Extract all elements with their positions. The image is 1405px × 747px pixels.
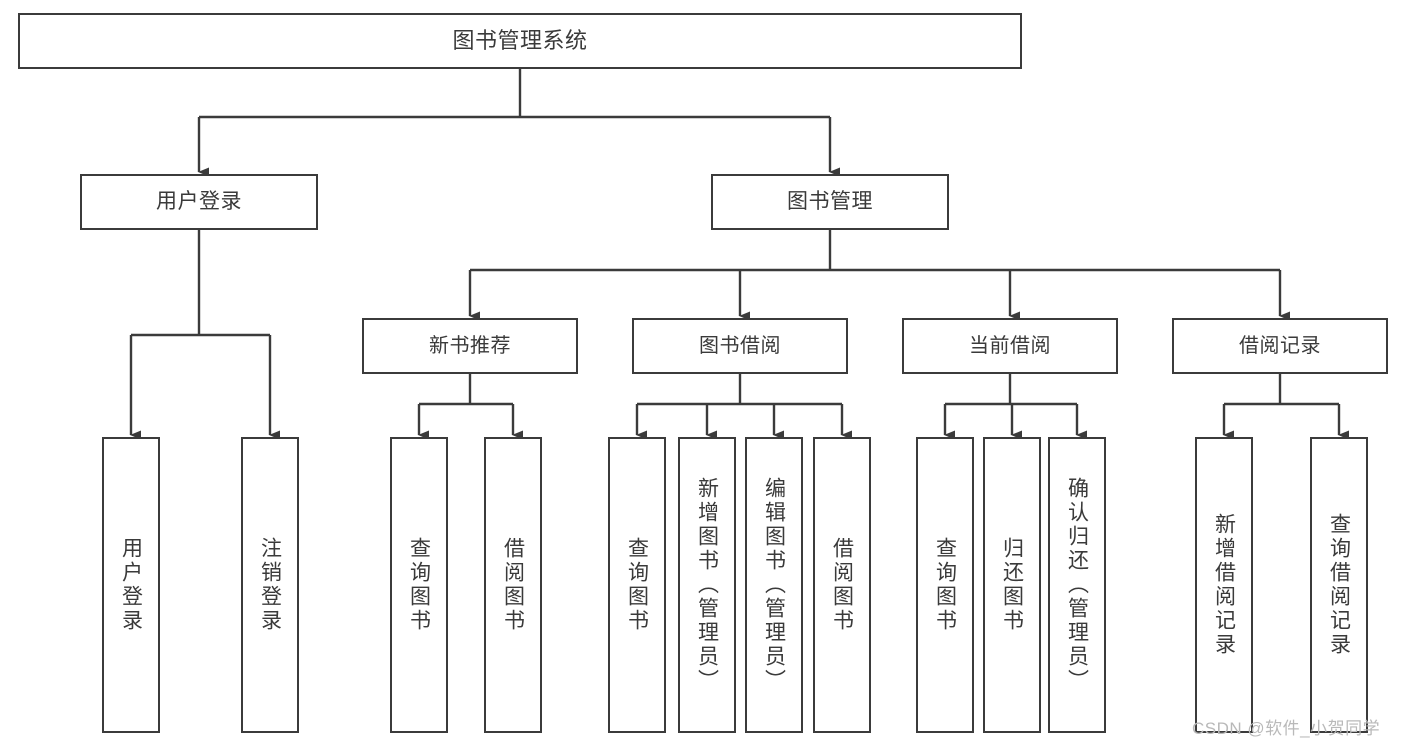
node-label: 新增借阅记录 bbox=[1212, 513, 1236, 657]
node-leaf-borrow-book[interactable]: 借阅图书 bbox=[813, 437, 871, 733]
node-label: 图书管理系统 bbox=[452, 28, 588, 54]
node-user-login[interactable]: 用户登录 bbox=[80, 174, 318, 230]
node-leaf-query-book-recommend[interactable]: 查询图书 bbox=[390, 437, 448, 733]
node-label: 新书推荐 bbox=[429, 334, 511, 357]
node-label: 新增图书（管理员） bbox=[695, 477, 719, 693]
node-leaf-query-book-current[interactable]: 查询图书 bbox=[916, 437, 974, 733]
node-leaf-confirm-return-admin[interactable]: 确认归还（管理员） bbox=[1048, 437, 1106, 733]
node-label: 当前借阅 bbox=[969, 334, 1051, 357]
node-current-borrow[interactable]: 当前借阅 bbox=[902, 318, 1118, 374]
node-borrow-record[interactable]: 借阅记录 bbox=[1172, 318, 1388, 374]
node-book-borrow[interactable]: 图书借阅 bbox=[632, 318, 848, 374]
node-new-book-recommend[interactable]: 新书推荐 bbox=[362, 318, 578, 374]
connector-lines bbox=[129, 69, 1349, 440]
node-label: 图书借阅 bbox=[699, 334, 781, 357]
node-label: 借阅图书 bbox=[830, 537, 854, 633]
node-label: 查询图书 bbox=[625, 537, 649, 633]
node-leaf-query-book-borrow[interactable]: 查询图书 bbox=[608, 437, 666, 733]
node-label: 图书管理 bbox=[787, 189, 873, 213]
node-label: 用户登录 bbox=[156, 189, 242, 213]
node-leaf-logout-login[interactable]: 注销登录 bbox=[241, 437, 299, 733]
node-label: 注销登录 bbox=[258, 537, 282, 633]
node-label: 确认归还（管理员） bbox=[1065, 477, 1089, 693]
node-leaf-edit-book-admin[interactable]: 编辑图书（管理员） bbox=[745, 437, 803, 733]
node-leaf-return-book[interactable]: 归还图书 bbox=[983, 437, 1041, 733]
node-leaf-add-borrow-record[interactable]: 新增借阅记录 bbox=[1195, 437, 1253, 733]
csdn-watermark: CSDN @软件_小贺同学 bbox=[1192, 719, 1381, 738]
node-leaf-borrow-book-recommend[interactable]: 借阅图书 bbox=[484, 437, 542, 733]
node-label: 查询借阅记录 bbox=[1327, 513, 1351, 657]
node-label: 借阅记录 bbox=[1239, 334, 1321, 357]
node-label: 借阅图书 bbox=[501, 537, 525, 633]
node-label: 查询图书 bbox=[933, 537, 957, 633]
node-label: 查询图书 bbox=[407, 537, 431, 633]
node-label: 用户登录 bbox=[119, 537, 143, 633]
node-root[interactable]: 图书管理系统 bbox=[18, 13, 1022, 69]
node-leaf-user-login[interactable]: 用户登录 bbox=[102, 437, 160, 733]
node-label: 编辑图书（管理员） bbox=[762, 477, 786, 693]
node-book-management[interactable]: 图书管理 bbox=[711, 174, 949, 230]
node-leaf-add-book-admin[interactable]: 新增图书（管理员） bbox=[678, 437, 736, 733]
node-leaf-query-borrow-record[interactable]: 查询借阅记录 bbox=[1310, 437, 1368, 733]
node-label: 归还图书 bbox=[1000, 537, 1024, 633]
